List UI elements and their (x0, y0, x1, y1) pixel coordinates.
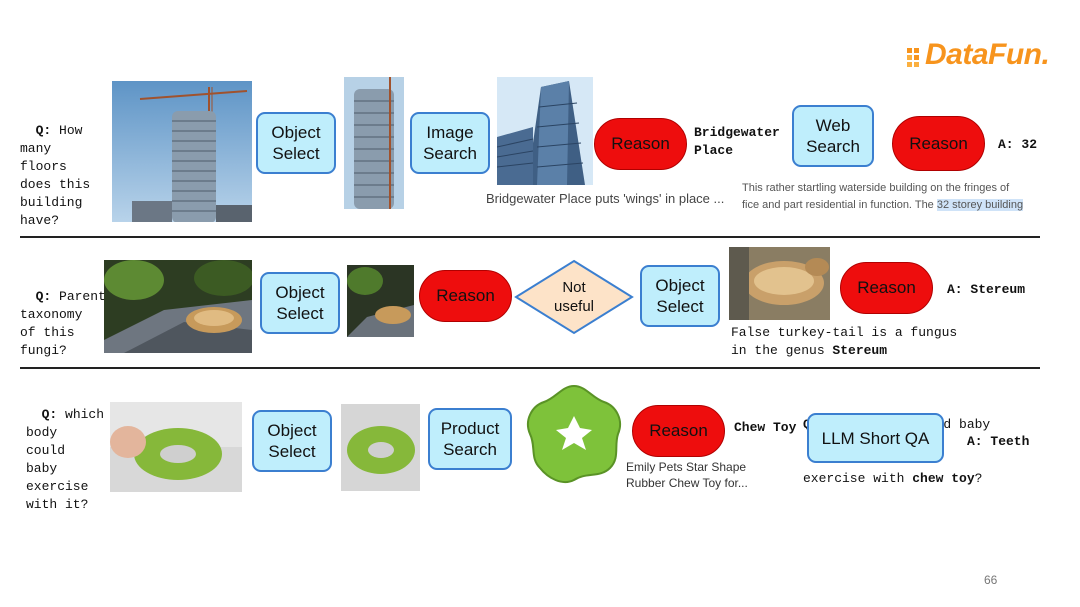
row1-entity: Bridgewater Place (694, 125, 780, 158)
row2-q-label: Q: (35, 289, 52, 304)
row-separator-1 (20, 236, 1040, 238)
row2-object-select2-label: Object Select (655, 276, 705, 316)
row1-object-select-box: Object Select (256, 112, 336, 174)
row2-caption-line1: False turkey-tail is a fungus (731, 325, 958, 340)
row3-cropped-donut-photo (341, 404, 420, 491)
row1-web-snippet-line1: This rather startling waterside building… (742, 182, 1010, 194)
row2-reason1-label: Reason (436, 286, 495, 305)
row1-image-search-label: Image Search (423, 123, 477, 163)
row2-question-text: Parent taxonomy of this fungi? (20, 289, 106, 358)
row1-question: Q: How many floors does this building ha… (20, 104, 90, 230)
row3-q-label: Q: (41, 407, 58, 422)
row2-cropped-fungi-photo (347, 265, 414, 337)
row1-web-snippet-line2: fice and part residential in function. T… (742, 199, 937, 211)
row3-rewritten-q-line2-prefix: exercise with (803, 471, 913, 486)
row3-donut-photo (110, 402, 242, 492)
row2-caption-line2-bold: Stereum (832, 343, 888, 358)
row3-chew-toy-photo (520, 380, 628, 488)
row2-reason2-label: Reason (857, 278, 916, 297)
row2-not-useful-diamond: Not useful (514, 259, 634, 335)
row3-product-caption-line1: Emily Pets Star Shape (626, 460, 747, 474)
row1-web-snippet: This rather startling waterside building… (742, 180, 1024, 214)
row2-result-fungi-photo (729, 247, 830, 320)
row3-rewritten-q-bold: chew toy (912, 471, 975, 486)
row3-question-text: which body could baby exercise with it? (26, 407, 105, 512)
row2-question: Q: Parent taxonomy of this fungi? (20, 270, 106, 360)
row1-image-search-box: Image Search (410, 112, 490, 174)
row1-q-label: Q: (35, 123, 52, 138)
row1-search-result-photo (497, 77, 593, 185)
diamond-shape-icon (514, 259, 634, 335)
row3-entity: Chew Toy (734, 420, 797, 435)
row2-caption: False turkey-tail is a fungus in the gen… (731, 324, 957, 360)
row1-web-search-label: Web Search (806, 116, 860, 156)
logo-dots-icon (907, 48, 919, 67)
row3-llm-short-qa-label: LLM Short QA (821, 428, 930, 448)
row2-not-useful-label: Not useful (553, 279, 595, 315)
row3-object-select-label: Object Select (267, 421, 317, 461)
row3-reason-node: Reason (632, 405, 725, 457)
page-number: 66 (984, 573, 998, 587)
row2-fungi-photo (104, 260, 252, 353)
row1-image-caption: Bridgewater Place puts 'wings' in place … (486, 191, 725, 206)
row2-reason2-node: Reason (840, 262, 933, 314)
row1-question-text: How many floors does this building have? (20, 123, 91, 228)
row3-product-search-label: Product Search (440, 419, 500, 459)
row1-reason2-node: Reason (892, 116, 985, 171)
logo-text: DataFun. (925, 38, 1050, 71)
row1-cropped-building-photo (344, 77, 404, 209)
row1-web-search-box: Web Search (792, 105, 874, 167)
row3-answer: A: Teeth (967, 434, 1030, 449)
row1-reason1-label: Reason (611, 134, 670, 153)
row2-answer: A: Stereum (947, 282, 1026, 297)
row1-building-photo (112, 81, 252, 222)
row1-reason2-label: Reason (909, 133, 968, 153)
row3-product-caption: Emily Pets Star Shape Rubber Chew Toy fo… (626, 459, 748, 491)
row2-caption-line2-prefix: in the genus (731, 343, 833, 358)
row1-web-snippet-highlight: 32 storey building (936, 199, 1024, 211)
row1-answer: A: 32 (998, 137, 1038, 152)
row2-reason1-node: Reason (419, 270, 512, 322)
row3-product-search-box: Product Search (428, 408, 512, 470)
row1-reason1-node: Reason (594, 118, 687, 170)
row3-llm-short-qa-box: LLM Short QA (807, 413, 944, 463)
row3-reason-label: Reason (649, 421, 708, 440)
row2-object-select2-box: Object Select (640, 265, 720, 327)
row1-object-select-label: Object Select (271, 123, 321, 163)
row2-object-select1-box: Object Select (260, 272, 340, 334)
row3-product-caption-line2: Rubber Chew Toy for... (626, 476, 748, 490)
row3-object-select-box: Object Select (252, 410, 332, 472)
row3-question: Q: which body could baby exercise with i… (26, 388, 104, 514)
row-separator-2 (20, 367, 1040, 369)
row2-object-select1-label: Object Select (275, 283, 325, 323)
row3-rewritten-q-suffix: ? (974, 471, 983, 486)
datafun-logo: DataFun. (905, 38, 1055, 78)
